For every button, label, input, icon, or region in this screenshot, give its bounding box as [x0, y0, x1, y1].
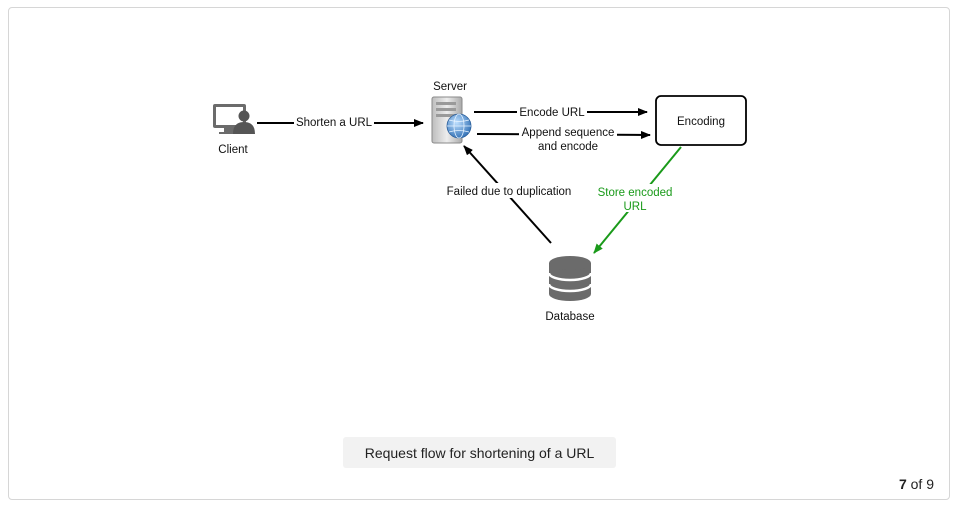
client-icon: [213, 104, 255, 134]
server-label: Server: [433, 81, 467, 93]
append-label-line1: Append sequence: [522, 127, 615, 139]
shorten-label: Shorten a URL: [296, 117, 373, 129]
pager-current: 7: [898, 476, 907, 492]
server-icon: [431, 96, 472, 144]
client-label: Client: [218, 144, 248, 156]
store-label-line1: Store encoded: [598, 187, 673, 199]
figure-caption: Request flow for shortening of a URL: [343, 437, 616, 468]
slide-pager: 7 of 9: [899, 476, 934, 492]
encoding-box: [655, 95, 747, 146]
encode-label: Encode URL: [519, 107, 585, 119]
slide-card: [8, 7, 950, 500]
store-label-line2: URL: [623, 201, 647, 213]
encoding-label: Encoding: [677, 116, 725, 128]
pager-total: 9: [926, 476, 934, 492]
database-label: Database: [545, 311, 594, 323]
append-label-line2: and encode: [538, 141, 598, 153]
failed-label: Failed due to duplication: [447, 186, 572, 198]
database-icon: [547, 256, 593, 301]
pager-separator: of: [910, 476, 923, 492]
